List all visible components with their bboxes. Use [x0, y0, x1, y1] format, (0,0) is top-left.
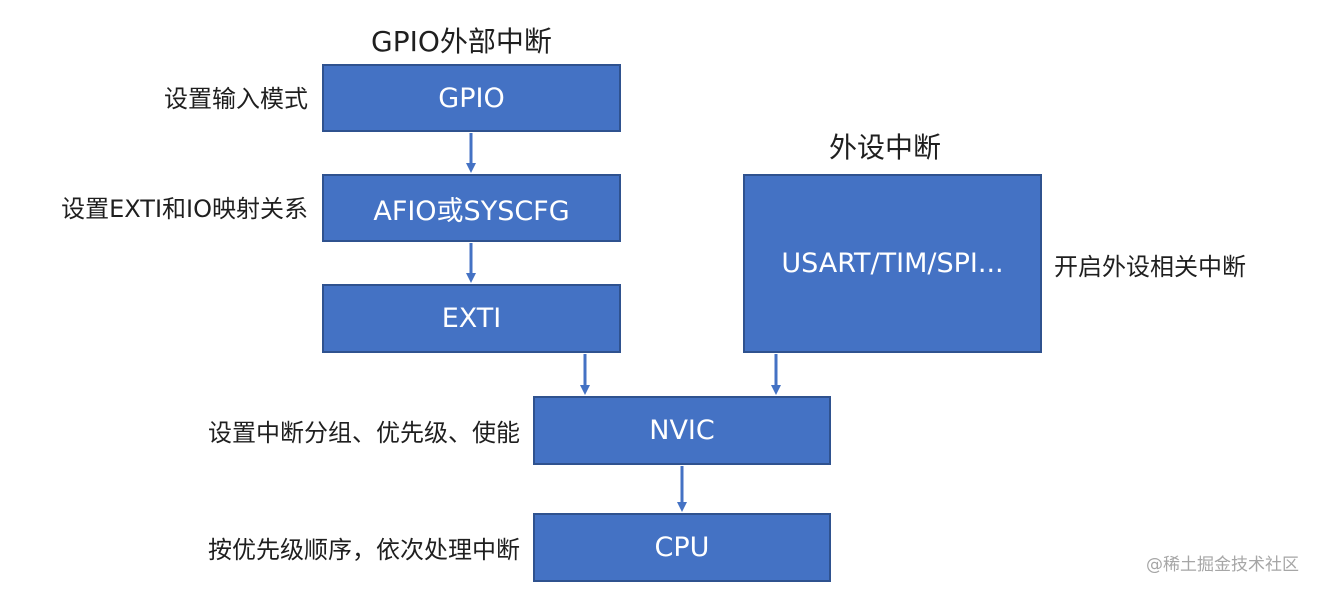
gpio-box: GPIO — [322, 64, 621, 132]
exti-box: EXTI — [322, 284, 621, 353]
watermark: @稀土掘金技术社区 — [1146, 555, 1299, 575]
peripheral-interrupt-title: 外设中断 — [829, 131, 942, 164]
peripheral-box: USART/TIM/SPI... — [743, 174, 1042, 353]
afio-syscfg-box: AFIO或SYSCFG — [322, 174, 621, 242]
gpio-external-interrupt-title: GPIO外部中断 — [371, 25, 552, 58]
peripheral-note: 开启外设相关中断 — [1054, 253, 1246, 281]
afio-note: 设置EXTI和IO映射关系 — [61, 195, 308, 223]
cpu-note: 按优先级顺序，依次处理中断 — [208, 536, 520, 564]
gpio-note: 设置输入模式 — [164, 85, 308, 113]
cpu-box: CPU — [533, 513, 831, 582]
nvic-note: 设置中断分组、优先级、使能 — [208, 419, 520, 447]
nvic-box: NVIC — [533, 396, 831, 465]
